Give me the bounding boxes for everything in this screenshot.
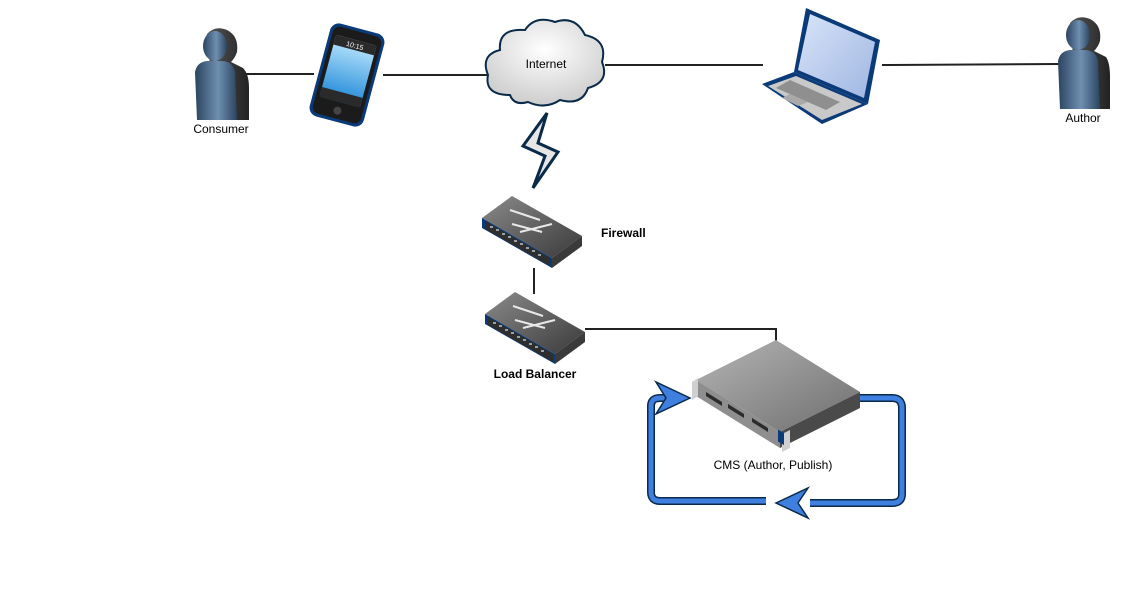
phone-clock: 10:15 <box>345 41 364 52</box>
cms-label: CMS (Author, Publish) <box>714 458 833 472</box>
smartphone-icon: 10:15 <box>309 23 385 127</box>
consumer-person-icon <box>195 28 249 120</box>
firewall-label: Firewall <box>601 226 646 240</box>
internet-label: Internet <box>526 57 567 71</box>
load-balancer-label: Load Balancer <box>494 367 577 381</box>
loadbalancer-cms-link <box>585 328 777 342</box>
laptop-author-link <box>881 63 1061 66</box>
load-balancer-switch-icon <box>485 292 585 364</box>
lightning-icon <box>520 112 561 189</box>
author-person-icon <box>1058 17 1110 109</box>
cloud-icon <box>484 18 606 107</box>
firewall-switch-icon <box>482 196 582 268</box>
author-label: Author <box>1065 111 1100 125</box>
consumer-label: Consumer <box>193 122 248 136</box>
connections <box>246 63 1061 342</box>
laptop-icon <box>762 8 880 124</box>
server-icon <box>692 340 860 452</box>
cms-loop-arrows <box>647 380 906 520</box>
